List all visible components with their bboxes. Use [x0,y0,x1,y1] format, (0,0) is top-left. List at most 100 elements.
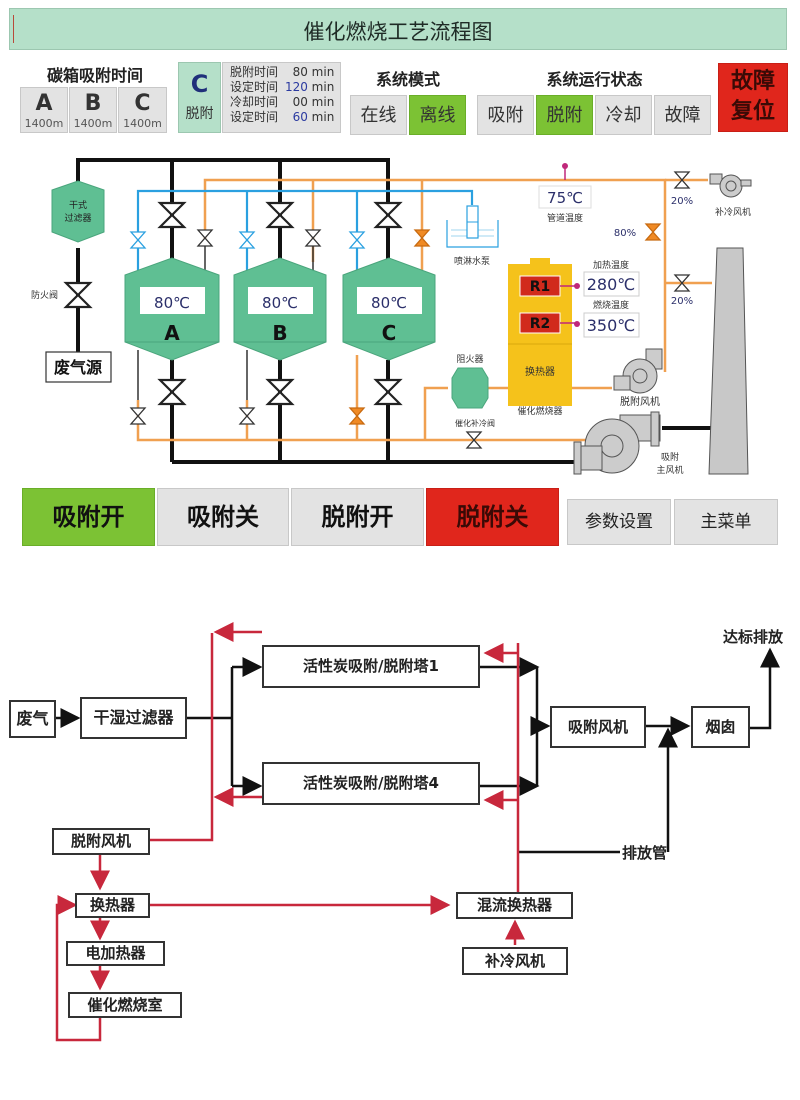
pipe-temp-value: 75℃ [547,189,583,207]
stack-valve-pct: 20% [671,296,693,307]
mode-offline-button[interactable]: 离线 [409,95,466,135]
fault-reset-line1: 故障 [730,69,775,94]
tank-a-desorb-valve-icon[interactable] [197,229,213,247]
tank-c[interactable]: 80℃ C [342,257,436,361]
pipe-temp-sensor-icon [562,163,568,169]
tank-a-spray-valve-icon[interactable] [130,231,146,249]
pipe-temp-box [538,185,592,209]
tank-b-spray-valve-icon[interactable] [239,231,255,249]
cool-set-value[interactable]: 60 [292,110,308,124]
main-fan-label2: 主风机 [656,464,683,476]
tank-a-inlet-valve-icon[interactable] [158,201,186,229]
flow-desorb-fan: 脱附风机 [52,828,150,855]
flame-arrester-label: 阻火器 [456,354,483,365]
flow-electric-heater: 电加热器 [66,941,165,966]
status-fault-button[interactable]: 故障 [654,95,711,135]
tank-b-time-button[interactable]: B 1400m [69,87,117,133]
desorb-off-button[interactable]: 脱附关 [426,488,559,546]
system-mode-header: 系统模式 [375,70,440,89]
current-tank-name: C [190,70,209,98]
tank-a[interactable]: 80℃ A [124,257,220,361]
status-desorb-button[interactable]: 脱附 [536,95,593,135]
heater-r2: R2 [530,316,551,332]
title-bar: 催化燃烧工艺流程图 [9,8,787,50]
flow-lines [55,622,780,1042]
main-fan-icon[interactable] [573,411,661,475]
burn-temp-box [583,312,640,338]
pipe-temp-label: 管道温度 [547,212,583,224]
desorb-fan-label: 脱附风机 [620,395,660,408]
burn-temp-value: 350℃ [587,316,636,335]
flow-cool-fan: 补冷风机 [462,947,568,975]
tank-a-outlet-valve-icon[interactable] [158,378,186,406]
tank-b-name: B [272,321,287,345]
tank-c-time: 1400m [123,117,162,130]
tank-c-return-valve-icon[interactable] [349,407,365,425]
fire-valve-icon[interactable] [64,281,92,309]
heating-temp-label: 加热温度 [593,259,629,271]
desorb-on-button[interactable]: 脱附开 [291,488,424,546]
tank-c-spray-valve-icon[interactable] [349,231,365,249]
spray-pump-label: 喷淋水泵 [454,255,490,267]
catalytic-burner[interactable]: R1 R2 换热器 [508,258,572,406]
page-title: 催化燃烧工艺流程图 [303,20,493,44]
flow-adsorb-fan: 吸附风机 [550,706,646,748]
tank-a-temp: 80℃ [154,294,190,312]
process-diagram: 干式 过滤器 防火阀 废气源 80℃ A 80℃ B 80℃ C [31,158,752,476]
tank-b-return-valve-icon[interactable] [239,407,255,425]
status-cool-button[interactable]: 冷却 [595,95,652,135]
current-tank-mode: 脱附 [185,106,214,122]
tank-a-name: A [164,321,180,345]
param-row-cool-set: 设定时间 60 min [230,110,335,124]
desorb-time-value: 80 [292,65,308,79]
tank-c-inlet-valve-icon[interactable] [374,201,402,229]
main-fan-label1: 吸附 [661,451,679,463]
mix-valve-pct: 80% [614,228,636,239]
fault-reset-button[interactable]: 故障 复位 [718,63,788,132]
tank-b-inlet-valve-icon[interactable] [266,201,294,229]
spray-pump-icon[interactable] [446,205,499,248]
desorb-set-value[interactable]: 120 [284,80,308,94]
flow-waste-gas: 废气 [9,700,56,738]
mode-online-button[interactable]: 在线 [350,95,407,135]
heating-temp-value: 280℃ [587,275,636,294]
main-menu-button[interactable]: 主菜单 [674,499,778,545]
heater-r1: R1 [530,279,551,295]
desorb-fan-icon[interactable] [613,348,663,394]
adsorb-on-button[interactable]: 吸附开 [22,488,155,546]
mix-valve-icon[interactable] [645,223,661,241]
tank-b-outlet-valve-icon[interactable] [266,378,294,406]
fire-valve-label: 防火阀 [31,289,58,301]
tank-b[interactable]: 80℃ B [233,257,327,361]
flame-arrester-icon [451,367,489,409]
burn-temp-label: 燃烧温度 [593,299,629,311]
flow-tower-1: 活性炭吸附/脱附塔1 [262,645,480,688]
tank-c-outlet-valve-icon[interactable] [374,378,402,406]
flow-mix-exchanger: 混流换热器 [456,892,573,919]
tank-a-return-valve-icon[interactable] [130,407,146,425]
tank-c-label: C [134,91,151,116]
tank-a-time-button[interactable]: A 1400m [20,87,68,133]
spray-pipes [136,189,474,270]
flow-tower-4: 活性炭吸附/脱附塔4 [262,762,480,805]
dry-filter: 干式 过滤器 [51,180,105,243]
carbon-box-header: 碳箱吸附时间 [46,66,143,85]
heating-temp-box [583,271,640,297]
adsorb-off-button[interactable]: 吸附关 [157,488,289,546]
tank-b-desorb-valve-icon[interactable] [305,229,321,247]
tank-c-time-button[interactable]: C 1400m [118,87,167,133]
catalytic-burner-label: 催化燃烧器 [517,405,562,417]
current-tank-panel: C 脱附 [178,62,221,133]
tank-c-desorb-valve-icon[interactable] [414,229,430,247]
waste-gas-source-label: 废气源 [54,358,102,377]
param-row-desorb-set: 设定时间 120 min [230,80,335,94]
params-button[interactable]: 参数设置 [567,499,671,545]
flow-discharge-pipe-label: 排放管 [622,844,668,862]
status-adsorb-button[interactable]: 吸附 [477,95,534,135]
main-gas-pipes [76,158,712,464]
flow-chimney: 烟囱 [691,706,750,748]
param-panel: 脱附时间 80 min 设定时间 120 min 冷却时间 00 min 设定时… [222,62,341,133]
heat-exchanger-label: 换热器 [525,365,555,378]
cool-fan-icon[interactable] [709,173,752,198]
cat-cool-valve-label: 催化补冷阀 [455,418,495,428]
